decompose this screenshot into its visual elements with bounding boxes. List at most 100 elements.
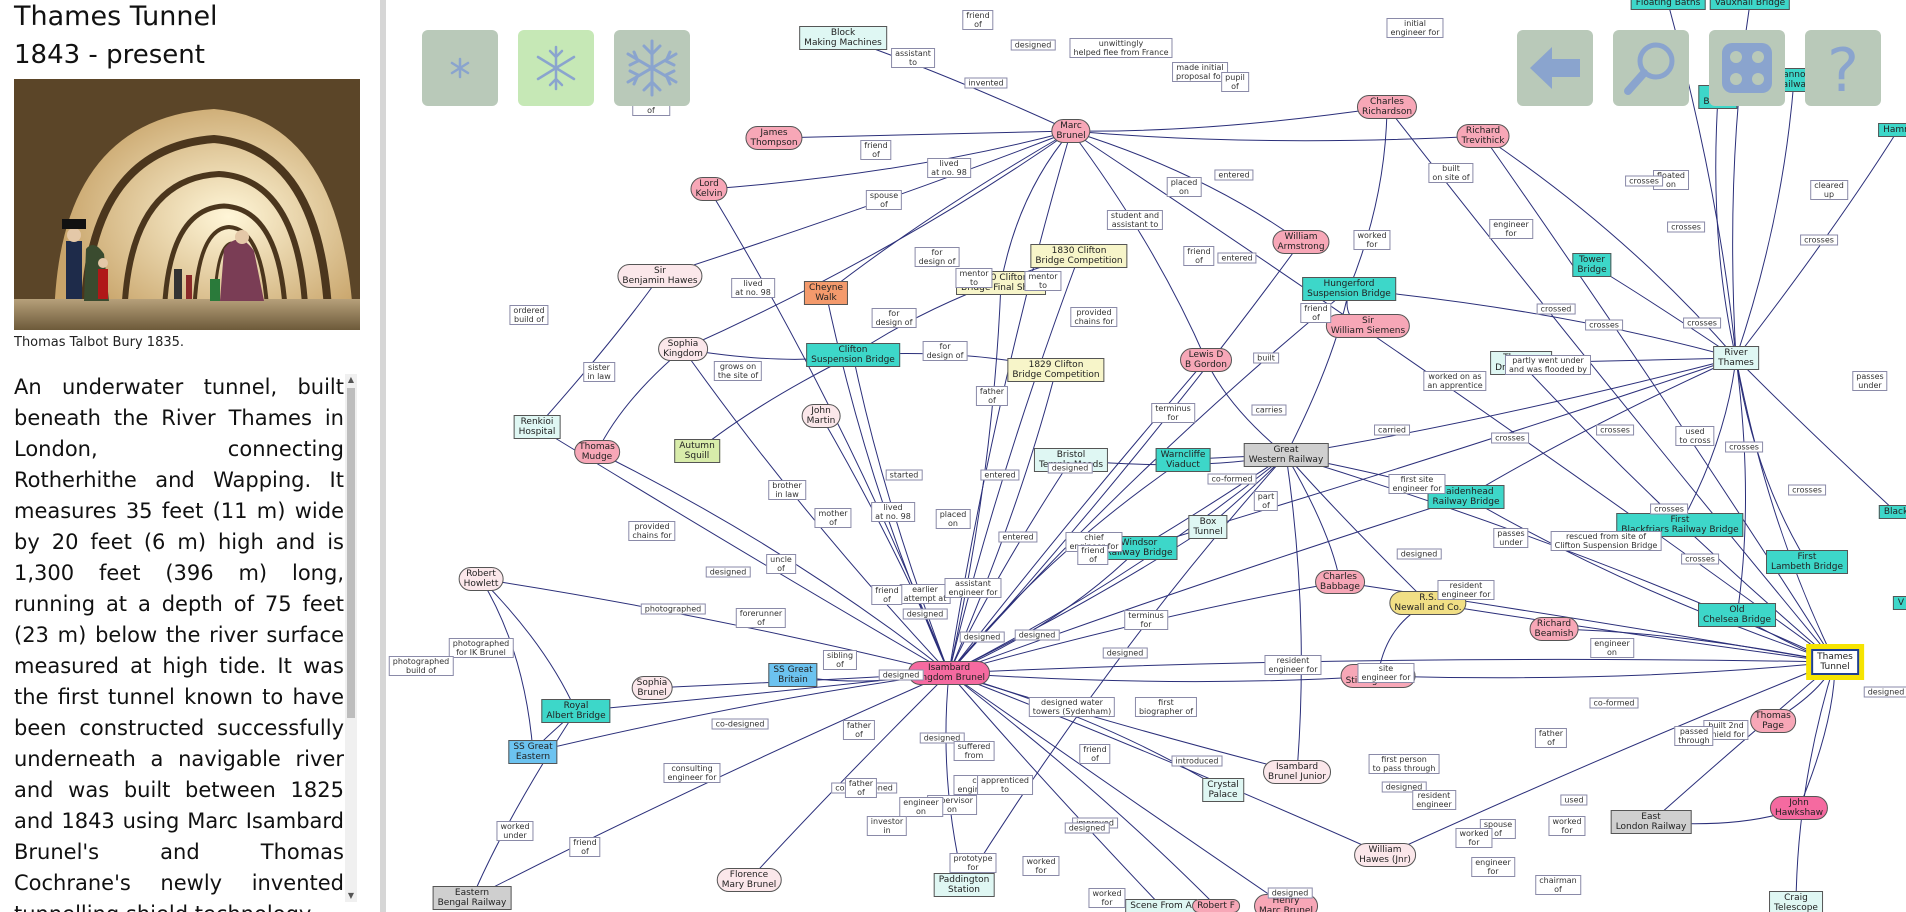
edge-label: entered [1214,169,1254,181]
layout-button[interactable] [1709,30,1785,106]
graph-node-blockm[interactable]: Block Making Machines [799,26,887,50]
graph-edge [1714,96,1737,359]
scroll-up-icon[interactable]: ▲ [347,375,355,384]
graph-node-tpage[interactable]: Thomas Page [1750,709,1796,733]
edge-label: assistant to [891,48,935,68]
graph-edge [773,130,1072,141]
graph-node-marc[interactable]: Marc Brunel [1051,119,1091,143]
scroll-thumb[interactable] [347,388,355,718]
graph-node-cheyne[interactable]: Cheyne Walk [803,281,849,305]
graph-node-royal[interactable]: Royal Albert Bridge [541,699,611,723]
graph-node-gwr[interactable]: Great Western Railway [1243,443,1329,467]
relationship-graph[interactable]: Thames Tunnel Isambard Kingdom Brunel Marc… [386,0,1906,912]
graph-node-craig[interactable]: Craig Telescope [1769,891,1823,912]
edge-label: designed [1010,39,1056,51]
graph-node-padd[interactable]: Paddington Station [933,873,995,897]
edge-label: engineer for [1489,219,1533,239]
graph-edge [682,348,950,674]
graph-node-eastbengal[interactable]: Eastern Bengal Railway [432,886,512,910]
graph-node-howlett[interactable]: Robert Howlett [458,567,504,591]
edge-label: investor in [866,816,908,836]
graph-node-tower[interactable]: Tower Bridge [1572,253,1612,277]
graph-node-crystal[interactable]: Crystal Palace [1202,778,1244,802]
graph-node-floating[interactable]: Floating Baths [1630,0,1706,10]
graph-node-autumn[interactable]: Autumn Squill [674,439,720,463]
edge-label: ordered build of [509,305,549,325]
graph-node-thestep[interactable]: Robert F [1192,899,1240,912]
graph-node-black[interactable]: Black [1878,505,1906,519]
graph-node-ssgreatwestern[interactable]: SS Great Eastern [508,740,558,764]
edge-label: engineer on [899,797,943,817]
graph-node-gordon[interactable]: Lewis D B Gordon [1180,348,1232,372]
graph-node-mudge[interactable]: Thomas Mudge [574,440,620,464]
graph-node-armstrong[interactable]: William Armstrong [1272,230,1330,254]
graph-node-scene[interactable]: Scene From A [1125,899,1197,912]
panel-splitter[interactable] [380,0,386,912]
graph-node-v[interactable]: V [1892,596,1906,610]
graph-node-beamish[interactable]: Richard Beamish [1529,617,1579,641]
description-scroll-area[interactable]: An underwater tunnel, built beneath the … [14,372,358,912]
edge-label: earlier attempt at [899,584,951,604]
graph-node-james[interactable]: James Thompson [745,126,803,150]
graph-node-kelvin[interactable]: Lord Kelvin [690,177,728,201]
edge-label: terminus for [1124,610,1168,630]
graph-node-whawes[interactable]: William Hawes (Jnr) [1354,843,1416,867]
graph-node-vauxhall[interactable]: Vauxhall Bridge [1709,0,1791,10]
edge-label: lived at no. 98 [731,278,775,298]
graph-edge [1735,357,1808,563]
graph-edge [1070,104,1388,132]
search-button[interactable] [1613,30,1689,106]
graph-node-hammer[interactable]: Hamm [1878,123,1906,137]
edge-label: built on site of [1428,163,1474,183]
graph-node-hung[interactable]: Hungerford Suspension Bridge [1302,277,1396,301]
edge-label: designed [902,608,948,620]
graph-node-hawkshaw[interactable]: John Hawkshaw [1769,796,1829,820]
graph-node-c1829[interactable]: 1829 Clifton Bridge Competition [1007,358,1105,382]
edge-label: for design of [922,341,968,361]
graph-node-sirbh[interactable]: Sir Benjamin Hawes [617,264,703,288]
graph-node-box[interactable]: Box Tunnel [1188,515,1228,539]
graph-node-florence[interactable]: Florence Mary Brunel [716,868,782,892]
page-title: Thames Tunnel [14,1,218,32]
graph-node-babbage[interactable]: Charles Babbage [1315,570,1365,594]
graph-edge [1465,496,1836,663]
edge-label: friend of [1300,303,1332,323]
graph-node-sophia[interactable]: Sophia Kingdom [658,337,708,361]
graph-node-charles[interactable]: Charles Richardson [1356,95,1418,119]
description-scrollbar[interactable]: ▲ ▼ [345,374,357,902]
edge-label: designed [705,566,751,578]
graph-edge [1285,288,1351,456]
medium-snowflake-button[interactable] [518,30,594,106]
graph-edge [480,578,577,712]
graph-node-eastlondon[interactable]: East London Railway [1610,810,1692,834]
edge-label: assistant engineer for [944,578,1002,598]
graph-edge [1679,357,1737,526]
graph-node-sophiab[interactable]: Sophia Brunel [631,676,673,700]
small-asterisk-button[interactable] [422,30,498,106]
graph-node-ssbritain[interactable]: SS Great Britain [768,663,818,687]
graph-node-chelsea[interactable]: Old Chelsea Bridge [1698,603,1776,627]
back-button[interactable] [1517,30,1593,106]
graph-node-clifton[interactable]: Clifton Suspension Bridge [806,343,900,367]
large-snowflake-button[interactable] [614,30,690,106]
graph-node-renkioi[interactable]: Renkioi Hospital [513,415,561,439]
graph-node-maiden[interactable]: Maidenhead Railway Bridge [1427,485,1505,509]
help-button[interactable]: ? [1805,30,1881,106]
graph-node-siemens[interactable]: Sir William Siemens [1325,314,1411,338]
snowflake-icon [536,45,576,91]
graph-node-ikbjr[interactable]: Isambard Brunel Junior [1263,760,1331,784]
graph-node-warn[interactable]: Warncliffe Viaduct [1155,448,1211,472]
edge-label: forerunner of [735,608,787,628]
graph-node-thames[interactable]: Thames Tunnel [1811,649,1859,675]
edge-label: entered [980,469,1020,481]
graph-node-trevithick[interactable]: Richard Trevithick [1456,124,1510,148]
graph-node-johnm[interactable]: John Martin [801,404,841,428]
graph-node-river[interactable]: River Thames [1713,346,1759,370]
scroll-down-icon[interactable]: ▼ [347,891,355,900]
graph-edge [480,576,950,674]
edge-label: worked for [1353,230,1391,250]
graph-edge [1283,454,1302,773]
graph-node-c1830b[interactable]: 1830 Clifton Bridge Competition [1030,244,1128,268]
graph-node-ikb[interactable]: Isambard Kingdom Brunel [908,661,990,685]
graph-node-lambeth[interactable]: First Lambeth Bridge [1766,550,1848,574]
